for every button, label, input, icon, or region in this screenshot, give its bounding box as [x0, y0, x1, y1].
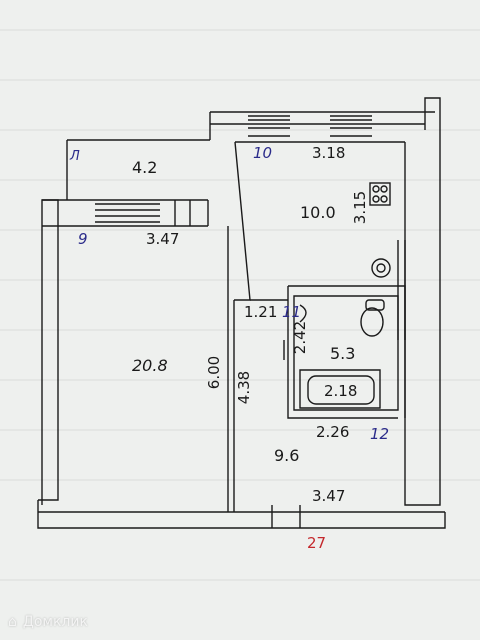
- window-kitchen-2: [330, 115, 372, 137]
- window-room: [95, 203, 160, 223]
- window-kitchen: [248, 115, 290, 137]
- room-area-hallway: 9.6: [274, 446, 300, 465]
- dim-hall-width: 1.21: [244, 303, 278, 321]
- room-area-kitchen: 10.0: [300, 203, 336, 222]
- east-wall: [404, 97, 441, 506]
- dim-room10-width: 3.18: [312, 144, 346, 162]
- partition-room-corridor: [227, 226, 235, 512]
- sink-icon: [371, 258, 391, 278]
- watermark: ⌂ Домклик: [8, 614, 88, 630]
- room-number-12: 12: [370, 425, 390, 443]
- plan-number: 27: [307, 534, 327, 552]
- dim-bathtub-length: 2.18: [324, 382, 358, 400]
- room-area-balcony: 4.2: [132, 158, 158, 177]
- dim-room10-depth: 3.15: [351, 190, 370, 225]
- basin-icon: [299, 304, 307, 323]
- dim-bottom-width: 3.47: [312, 487, 346, 505]
- stove-icon: [369, 182, 391, 206]
- bathtub: [299, 369, 381, 409]
- watermark-text: Домклик: [22, 614, 88, 630]
- dim-room9-width: 3.47: [146, 230, 180, 248]
- dim-bath-depth: 2.42: [291, 320, 310, 355]
- balcony-mark: Л: [70, 149, 80, 164]
- west-wall: [38, 199, 59, 505]
- dim-bath-width: 2.26: [316, 423, 350, 441]
- domclick-logo-icon: ⌂: [8, 614, 17, 630]
- room-number-11: 11: [282, 303, 302, 321]
- room-area-main: 20.8: [132, 356, 168, 375]
- room-number-10: 10: [253, 144, 273, 162]
- room-number-9: 9: [78, 230, 88, 248]
- door-hall: [397, 240, 406, 340]
- dim-corridor-length: 4.38: [235, 370, 254, 405]
- toilet-icon: [360, 307, 384, 337]
- room-area-bathroom: 5.3: [330, 344, 356, 363]
- dim-room9-length: 6.00: [205, 355, 224, 390]
